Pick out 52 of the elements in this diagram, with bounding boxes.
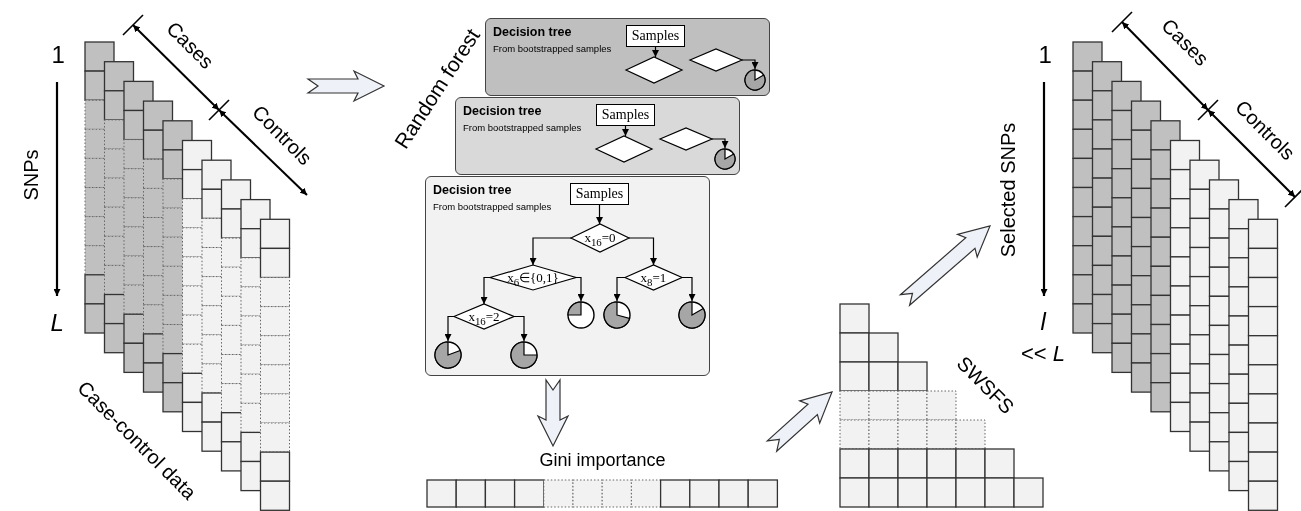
sample-box: Samples (570, 183, 629, 205)
axis-label: L (50, 311, 64, 335)
decision-diamond (596, 136, 652, 162)
card-title: Decision tree (493, 26, 572, 39)
decision-tree-card (455, 97, 740, 175)
arrow (741, 59, 759, 70)
decision-tree-card (425, 176, 710, 376)
block-arrow (306, 69, 386, 103)
decision-diamond: x$_{16}$=2 (454, 304, 514, 329)
decision-diamond: x$_{6}$∈{0,1} (490, 265, 576, 290)
decision-diamond: x$_{8}$=1 (625, 265, 682, 290)
arrow (652, 46, 659, 58)
pie-chart-icon (567, 301, 595, 329)
arrow (622, 125, 629, 137)
axis-label: SNPs (20, 149, 41, 201)
decision-diamond: x$_{16}$=0 (571, 224, 629, 252)
axis-label: 1 (1038, 43, 1052, 67)
pie-chart-icon (434, 341, 462, 369)
heading: Gini importance (539, 451, 666, 469)
block-arrow (536, 378, 570, 448)
pie-chart-icon (603, 301, 631, 329)
decision-diamond (660, 128, 712, 150)
block-arrow (898, 225, 991, 307)
card-subtitle: From bootstrapped samples (463, 123, 582, 133)
arrow (681, 276, 696, 302)
sample-box: Samples (596, 104, 655, 126)
decision-diamond (690, 49, 742, 71)
arrow (575, 276, 585, 302)
arrow (444, 315, 455, 342)
arrow (613, 276, 626, 302)
axis-label: Selected SNPs (997, 122, 1018, 258)
pie-chart-icon (744, 69, 766, 91)
sample-box: Samples (626, 25, 685, 47)
arrow (711, 138, 729, 149)
axis-label: << L (1021, 343, 1066, 365)
card-subtitle: From bootstrapped samples (433, 202, 552, 212)
pie-chart-icon (510, 341, 538, 369)
card-subtitle: From bootstrapped samples (493, 44, 612, 54)
axis-label: 1 (51, 43, 65, 67)
arrow (596, 204, 603, 225)
pie-chart-icon (678, 301, 706, 329)
card-title: Decision tree (463, 105, 542, 118)
arrow (628, 237, 657, 266)
decision-tree-card (485, 18, 770, 96)
arrow (513, 315, 528, 342)
arrow (529, 237, 572, 266)
decision-diamond (626, 57, 682, 83)
block-arrow (765, 391, 833, 453)
card-title: Decision tree (433, 184, 512, 197)
axis-label: l (1040, 310, 1046, 334)
arrow (480, 276, 491, 305)
pie-chart-icon (714, 148, 736, 170)
